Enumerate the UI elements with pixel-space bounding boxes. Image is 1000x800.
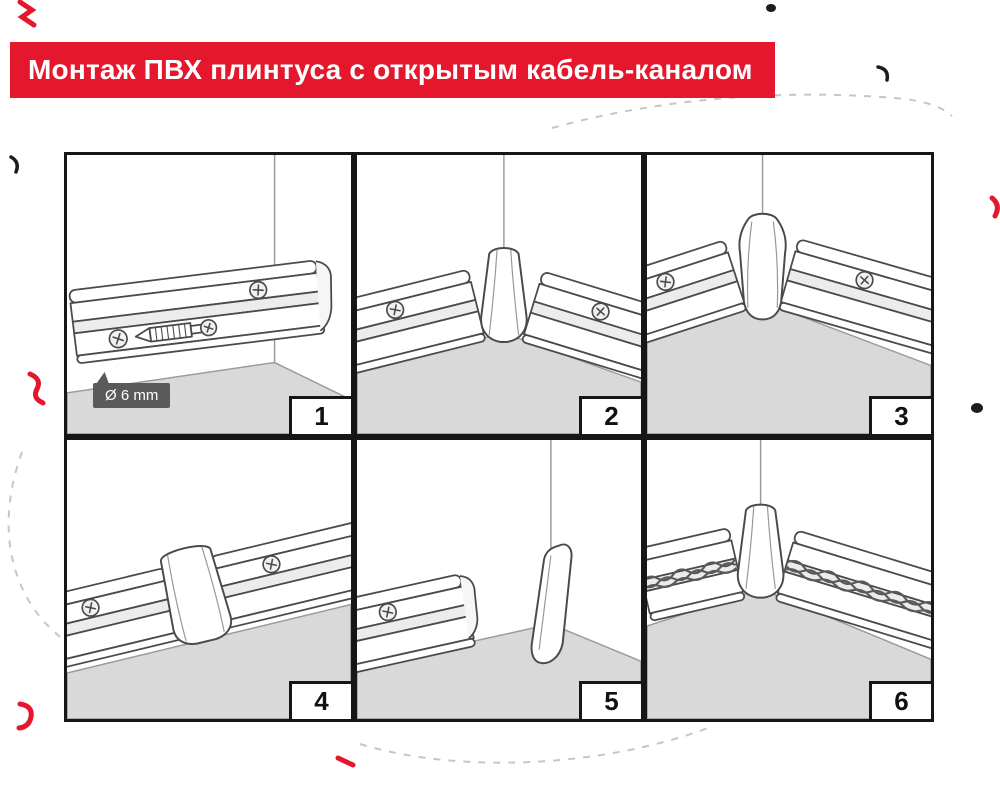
step-panel-2: 2 bbox=[354, 152, 644, 437]
step-panel-5: 5 bbox=[354, 437, 644, 722]
skirting-board-right bbox=[775, 530, 931, 654]
outer-corner-piece bbox=[738, 212, 787, 321]
diameter-label: Ø 6 mm bbox=[93, 383, 171, 408]
red-squiggle bbox=[27, 371, 46, 406]
red-squiggle bbox=[335, 755, 356, 768]
screw-icon bbox=[591, 302, 610, 321]
step-number-badge: 1 bbox=[289, 396, 351, 434]
red-squiggle bbox=[17, 0, 37, 28]
step-panel-4: 4 bbox=[64, 437, 354, 722]
step-number-badge: 5 bbox=[579, 681, 641, 719]
end-cap-piece bbox=[530, 543, 573, 665]
step-number-badge: 4 bbox=[289, 681, 351, 719]
screw-icon bbox=[249, 280, 268, 300]
skirting-board bbox=[357, 574, 479, 678]
step-number-badge: 3 bbox=[869, 396, 931, 434]
red-squiggle bbox=[16, 701, 34, 731]
skirting-board-right bbox=[778, 239, 931, 358]
step-number-badge: 2 bbox=[579, 396, 641, 434]
page-title: Монтаж ПВХ плинтуса с открытым кабель-ка… bbox=[28, 54, 753, 85]
screw-icon bbox=[262, 555, 281, 574]
black-comma bbox=[876, 65, 890, 82]
black-dot bbox=[971, 403, 983, 413]
illustration-step-4 bbox=[67, 521, 351, 719]
skirting-board bbox=[68, 260, 333, 364]
step-panel-3: 3 bbox=[644, 152, 934, 437]
black-dot bbox=[766, 4, 776, 12]
screw-icon bbox=[855, 271, 874, 290]
inner-corner-piece bbox=[736, 503, 785, 599]
dowel-icon bbox=[134, 319, 218, 343]
cable-lines bbox=[647, 559, 737, 591]
skirting-board-left bbox=[647, 528, 746, 622]
floor bbox=[67, 603, 351, 719]
skirting-board-left bbox=[647, 240, 747, 348]
dashed-curve bbox=[359, 727, 709, 764]
dashed-curve bbox=[551, 93, 953, 129]
cable-lines bbox=[783, 559, 931, 623]
illustration-step-1 bbox=[67, 155, 351, 434]
title-banner: Монтаж ПВХ плинтуса с открытым кабель-ка… bbox=[10, 42, 775, 98]
step-number-badge: 6 bbox=[869, 681, 931, 719]
step-panel-6: 6 bbox=[644, 437, 934, 722]
skirting-board-left bbox=[357, 269, 486, 376]
illustration-step-6 bbox=[647, 440, 931, 719]
screw-icon bbox=[108, 329, 128, 349]
illustration-step-2 bbox=[357, 155, 641, 434]
illustration-step-3 bbox=[647, 155, 931, 434]
screw-icon bbox=[656, 272, 675, 292]
screw-icon bbox=[386, 300, 405, 319]
skirting-board-right bbox=[521, 272, 641, 382]
step-panel-1: Ø 6 mm 1 bbox=[64, 152, 354, 437]
red-squiggle bbox=[989, 195, 1000, 219]
illustration-step-5 bbox=[357, 440, 641, 719]
steps-grid: Ø 6 mm 1 bbox=[64, 152, 934, 722]
screw-icon bbox=[378, 602, 397, 622]
connector-piece bbox=[159, 545, 233, 645]
inner-corner-piece bbox=[480, 247, 528, 343]
black-comma bbox=[9, 155, 19, 174]
